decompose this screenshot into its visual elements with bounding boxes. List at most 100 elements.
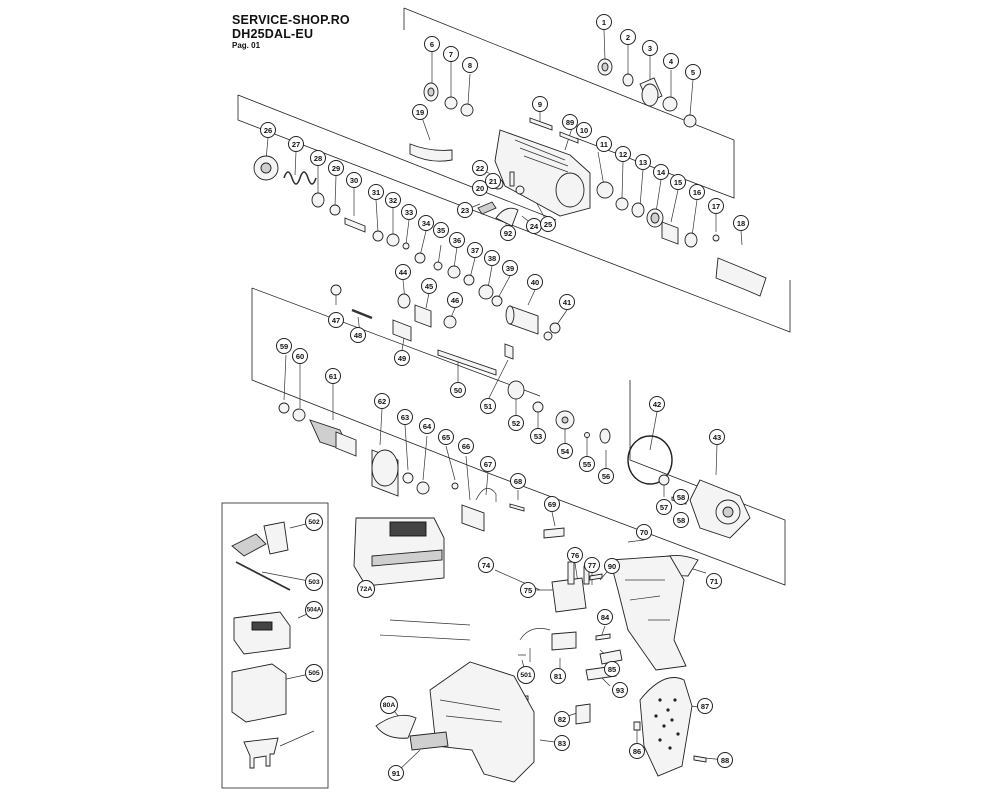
callout-36: 36 <box>449 232 465 248</box>
callout-31: 31 <box>368 184 384 200</box>
callout-circle <box>598 468 614 484</box>
callout-56: 56 <box>598 468 614 484</box>
callout-label: 36 <box>453 236 461 245</box>
callout-88: 88 <box>717 752 733 768</box>
callout-72A: 72A <box>357 580 375 598</box>
callout-label: 30 <box>350 176 358 185</box>
callout-label: 21 <box>489 177 497 186</box>
callout-label: 2 <box>626 33 630 42</box>
callout-circle <box>544 496 560 512</box>
callout-circle <box>357 580 375 598</box>
callout-circle <box>419 418 435 434</box>
callout-label: 504A <box>307 608 322 614</box>
callout-25: 25 <box>540 216 556 232</box>
callout-label: 40 <box>531 278 539 287</box>
callout-label: 8 <box>468 61 472 70</box>
callout-503: 503 <box>305 573 323 591</box>
callout-circle <box>346 172 362 188</box>
callout-label: 58 <box>677 493 685 502</box>
callout-label: 82 <box>558 715 566 724</box>
callout-19: 19 <box>412 104 428 120</box>
callout-label: 59 <box>280 342 288 351</box>
callout-38: 38 <box>484 250 500 266</box>
callout-circle <box>328 312 344 328</box>
callout-65: 65 <box>438 429 454 445</box>
callout-label: 86 <box>633 747 641 756</box>
callout-82: 82 <box>554 711 570 727</box>
callout-51: 51 <box>480 398 496 414</box>
callout-circle <box>550 668 566 684</box>
callout-label: 33 <box>405 208 413 217</box>
callout-91: 91 <box>388 765 404 781</box>
callout-3: 3 <box>642 40 658 56</box>
callout-label: 51 <box>484 402 492 411</box>
callout-circle <box>467 242 483 258</box>
callout-label: 58 <box>677 516 685 525</box>
callout-40: 40 <box>527 274 543 290</box>
callout-circle <box>480 456 496 472</box>
callout-33: 33 <box>401 204 417 220</box>
callout-39: 39 <box>502 260 518 276</box>
callout-26: 26 <box>260 122 276 138</box>
callout-circle <box>604 558 620 574</box>
callout-55: 55 <box>579 456 595 472</box>
callout-label: 14 <box>657 168 666 177</box>
callout-label: 35 <box>437 226 445 235</box>
callout-circle <box>424 36 440 52</box>
callout-label: 64 <box>423 422 432 431</box>
callout-label: 69 <box>548 500 556 509</box>
callout-circle <box>292 348 308 364</box>
callout-37: 37 <box>467 242 483 258</box>
callout-circle <box>508 415 524 431</box>
callout-circle <box>612 682 628 698</box>
callout-77: 77 <box>584 557 600 573</box>
callout-circle <box>559 294 575 310</box>
callout-18: 18 <box>733 215 749 231</box>
callout-circle <box>530 428 546 444</box>
callout-label: 76 <box>571 551 579 560</box>
accessories-box <box>221 502 329 789</box>
callout-32: 32 <box>385 192 401 208</box>
callout-60: 60 <box>292 348 308 364</box>
callout-circle <box>557 443 573 459</box>
callout-label: 72A <box>360 586 373 593</box>
callout-label: 23 <box>461 206 469 215</box>
callout-label: 42 <box>653 400 661 409</box>
callout-label: 54 <box>561 447 570 456</box>
callout-label: 43 <box>713 433 721 442</box>
callout-9: 9 <box>532 96 548 112</box>
callout-label: 1 <box>602 18 606 27</box>
callout-circle <box>527 274 543 290</box>
callout-label: 75 <box>524 586 532 595</box>
callout-23: 23 <box>457 202 473 218</box>
callout-label: 15 <box>674 178 682 187</box>
callout-17: 17 <box>708 198 724 214</box>
callout-circle <box>673 489 689 505</box>
callout-label: 66 <box>462 442 470 451</box>
callout-circle <box>673 512 689 528</box>
callout-circle <box>480 398 496 414</box>
callout-label: 37 <box>471 246 479 255</box>
callout-label: 81 <box>554 672 562 681</box>
callout-46: 46 <box>447 292 463 308</box>
callout-label: 41 <box>563 298 571 307</box>
callout-41: 41 <box>559 294 575 310</box>
callout-label: 55 <box>583 460 591 469</box>
callout-label: 49 <box>398 354 406 363</box>
callout-circle <box>380 696 398 714</box>
callout-4: 4 <box>663 53 679 69</box>
callout-75: 75 <box>520 582 536 598</box>
callout-circle <box>412 104 428 120</box>
callout-53: 53 <box>530 428 546 444</box>
callout-circle <box>636 524 652 540</box>
callout-circle <box>394 350 410 366</box>
callout-502: 502 <box>305 513 323 531</box>
callout-circle <box>418 215 434 231</box>
callout-34: 34 <box>418 215 434 231</box>
callout-label: 12 <box>619 150 627 159</box>
callout-57: 57 <box>656 499 672 515</box>
callout-35: 35 <box>433 222 449 238</box>
callout-circle <box>597 609 613 625</box>
header-block: SERVICE-SHOP.RO DH25DAL-EU Pag. 01 <box>232 14 350 50</box>
callout-label: 29 <box>332 164 340 173</box>
